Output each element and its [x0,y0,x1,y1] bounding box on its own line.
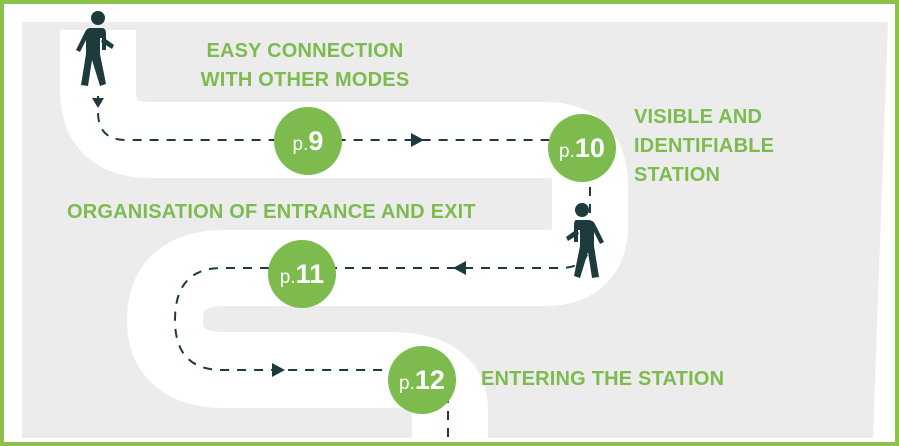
label-organisation: ORGANISATION OF ENTRANCE AND EXIT [67,201,476,223]
arrow-right-icon [272,363,285,377]
page-badge-12: p.12 [388,346,456,414]
label-visible-station: VISIBLE AND IDENTIFIABLE STATION [634,103,774,190]
page-badge-9: p.9 [274,107,342,175]
person-walking-icon [76,11,114,86]
badge-prefix: p. [279,267,296,288]
badge-number: 11 [295,259,325,289]
label-entering: ENTERING THE STATION [481,368,725,390]
arrow-right-icon [411,133,424,147]
page-badge-11: p.11 [268,240,336,308]
label-line: STATION [634,164,721,186]
arrow-down-icon [92,98,104,108]
badge-number: 12 [414,365,445,395]
badge-prefix: p. [559,141,575,162]
arrow-left-icon [453,261,466,275]
badge-prefix: p. [399,373,415,394]
label-line: VISIBLE AND [634,106,763,128]
label-line: WITH OTHER MODES [200,69,410,91]
badge-prefix: p. [292,134,309,155]
badge-number: 9 [308,126,324,156]
page-badge-10: p.10 [548,114,616,182]
label-easy-connection: EASY CONNECTION WITH OTHER MODES [180,37,430,95]
person-walking-icon [566,203,604,278]
label-line: IDENTIFIABLE [634,135,775,157]
badge-number: 10 [574,133,605,163]
label-line: EASY CONNECTION [206,40,404,62]
